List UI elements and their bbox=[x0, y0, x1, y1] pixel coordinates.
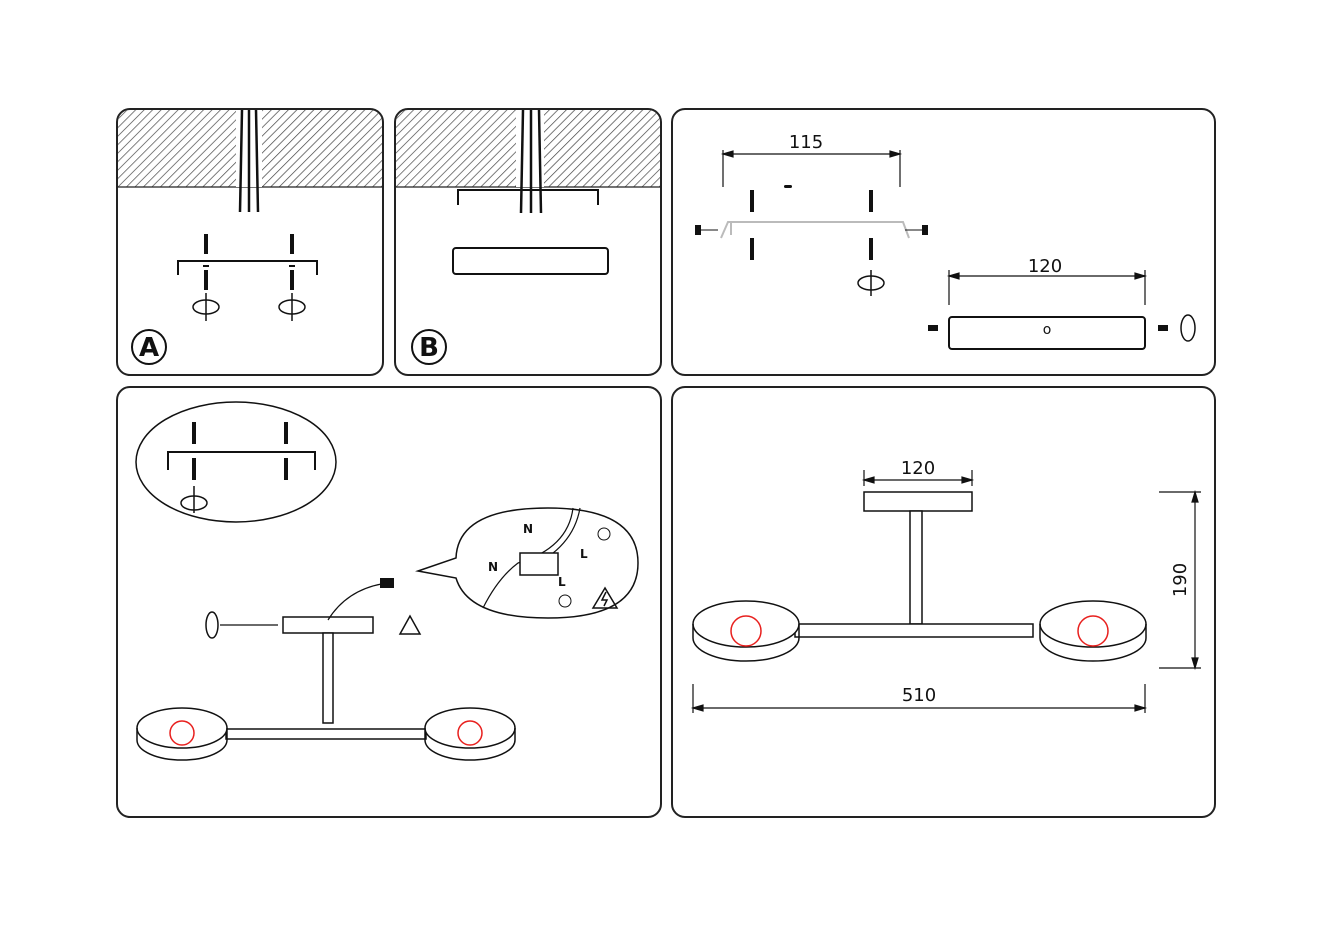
ground-icon bbox=[558, 594, 572, 608]
screw-icon bbox=[192, 422, 288, 480]
rotate-icon bbox=[857, 270, 885, 296]
dimensions-drawing: 120 190 510 bbox=[690, 458, 1201, 713]
canopy-width-dimension bbox=[861, 470, 975, 486]
connector-icon bbox=[380, 578, 394, 588]
canopy-plate-icon bbox=[452, 247, 609, 275]
bracket-dim-label: 115 bbox=[789, 132, 823, 153]
bracket-icon bbox=[720, 221, 910, 239]
rotate-icon bbox=[205, 611, 219, 639]
terminal-block-icon bbox=[519, 552, 559, 576]
stem-icon bbox=[322, 632, 334, 724]
stem-icon bbox=[909, 510, 923, 625]
canopy-dim-label: 120 bbox=[1028, 256, 1062, 277]
wire-label-l: L bbox=[558, 575, 566, 589]
lamp-head-left bbox=[136, 707, 228, 761]
step-badge-circle bbox=[411, 329, 447, 365]
electric-warning-icon bbox=[398, 614, 422, 635]
bulb-icon bbox=[1077, 615, 1109, 647]
electric-warning-icon bbox=[591, 586, 619, 609]
rotate-icon bbox=[180, 486, 208, 513]
step-badge: B bbox=[419, 333, 439, 363]
connection-callout bbox=[415, 507, 639, 619]
rotate-icon bbox=[192, 293, 306, 321]
bulb-icon bbox=[169, 720, 195, 746]
lamp-head-right bbox=[1039, 600, 1147, 662]
canopy-hole: o bbox=[1043, 322, 1052, 338]
height-label: 190 bbox=[1170, 563, 1191, 597]
step-badge-circle bbox=[131, 329, 167, 365]
panel-bracket-mounting: 115 120 o bbox=[671, 108, 1216, 376]
side-screw-icon bbox=[928, 325, 1168, 331]
wire-label-n: N bbox=[488, 560, 498, 574]
bracket-dimension-115 bbox=[720, 150, 903, 187]
wires-icon bbox=[238, 110, 260, 213]
screw-icon bbox=[695, 190, 928, 260]
lamp-head-left bbox=[692, 600, 800, 662]
wiring-drawing: N L N L bbox=[135, 401, 639, 761]
screw-icon bbox=[203, 234, 295, 290]
canopy-plate-icon bbox=[863, 491, 973, 512]
canopy-plate-icon bbox=[948, 316, 1146, 350]
step-a-drawing: A bbox=[118, 110, 382, 365]
bracket-detail-callout bbox=[135, 401, 337, 523]
height-dimension bbox=[1159, 489, 1201, 671]
panel-dimensions: 120 190 510 bbox=[671, 386, 1216, 818]
bracket-icon bbox=[457, 189, 599, 205]
bracket-icon bbox=[167, 451, 316, 470]
arm-icon bbox=[225, 728, 427, 740]
bracket-icon bbox=[177, 260, 318, 275]
ground-icon bbox=[597, 527, 611, 541]
bulb-icon bbox=[457, 720, 483, 746]
panel-step-b: B bbox=[394, 108, 662, 376]
lamp-head-right bbox=[424, 707, 516, 761]
rotate-icon bbox=[1180, 314, 1196, 342]
wires-icon bbox=[519, 110, 543, 214]
wire-label-l: L bbox=[580, 547, 588, 561]
total-width-label: 510 bbox=[902, 685, 936, 706]
wire-label-n: N bbox=[523, 522, 533, 536]
step-b-drawing: B bbox=[396, 110, 660, 365]
bulb-icon bbox=[730, 615, 762, 647]
panel-wiring: N L N L bbox=[116, 386, 662, 818]
panel-step-a: A bbox=[116, 108, 384, 376]
total-width-dimension bbox=[690, 684, 1148, 713]
arm-icon bbox=[794, 623, 1034, 638]
bracket-drawing: 115 120 o bbox=[695, 132, 1196, 350]
step-badge: A bbox=[139, 333, 159, 363]
canopy-width-label: 120 bbox=[901, 458, 935, 479]
canopy-dimension-120 bbox=[946, 270, 1148, 305]
